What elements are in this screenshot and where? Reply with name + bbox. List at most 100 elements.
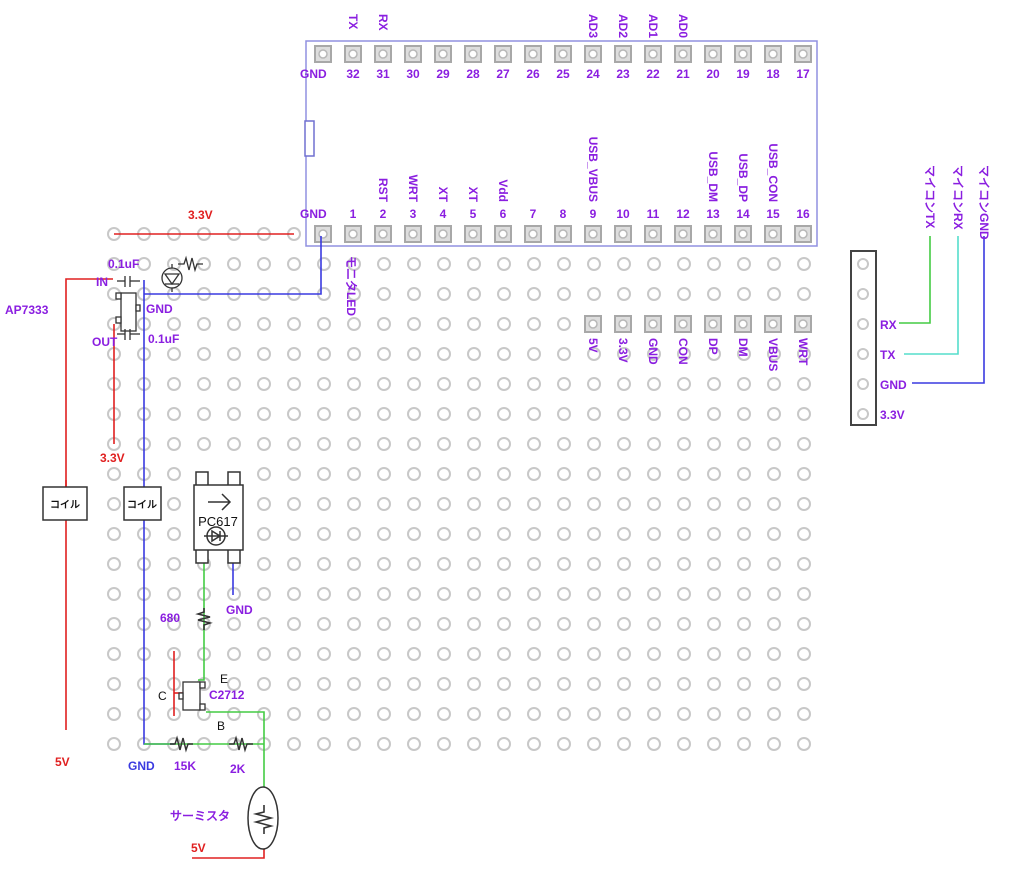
perfboard-hole <box>557 527 571 541</box>
perfboard-hole <box>257 527 271 541</box>
top-pin-number: 21 <box>676 67 690 81</box>
perfboard-hole <box>557 737 571 751</box>
module-usb-slot <box>304 120 315 157</box>
perfboard-hole <box>797 497 811 511</box>
perfboard-hole <box>707 617 721 631</box>
resistor-680-icon <box>195 608 213 630</box>
perfboard-hole <box>317 257 331 271</box>
perfboard-hole <box>257 407 271 421</box>
perfboard-hole <box>617 497 631 511</box>
optocoupler-label: PC617 <box>198 514 238 529</box>
perfboard-hole <box>587 287 601 301</box>
perfboard-hole <box>437 287 451 301</box>
transistor-label: C2712 <box>209 688 245 702</box>
perfboard-hole <box>527 257 541 271</box>
perfboard-hole <box>347 497 361 511</box>
bottom-pin-number: 10 <box>616 207 630 221</box>
perfboard-hole <box>647 647 661 661</box>
connector-pin-label: 3.3V <box>880 408 905 422</box>
perfboard-hole <box>707 527 721 541</box>
perfboard-hole <box>317 587 331 601</box>
perfboard-hole <box>257 467 271 481</box>
perfboard-hole <box>467 317 481 331</box>
bottom-pin-function: XT <box>466 187 480 203</box>
perfboard-hole <box>677 617 691 631</box>
coil-2 <box>123 486 162 521</box>
perfboard-hole <box>497 407 511 421</box>
bottom-pin-number: 15 <box>766 207 780 221</box>
perfboard-hole <box>287 737 301 751</box>
perfboard-hole <box>737 587 751 601</box>
perfboard-hole <box>167 527 181 541</box>
bottom-pin-function: USB_DM <box>706 151 720 202</box>
bottom-pin-number: 6 <box>500 207 507 221</box>
perfboard-hole <box>647 287 661 301</box>
perfboard-hole <box>107 557 121 571</box>
perfboard-hole <box>647 707 661 721</box>
gnd-bottom-label: GND <box>128 759 155 773</box>
top-pin-function: AD3 <box>586 14 600 38</box>
perfboard-hole <box>287 377 301 391</box>
perfboard-hole <box>527 497 541 511</box>
perfboard-hole <box>647 617 661 631</box>
perfboard-hole <box>587 257 601 271</box>
coil-2-label: コイル <box>127 499 157 511</box>
perfboard-hole <box>617 617 631 631</box>
perfboard-hole <box>767 527 781 541</box>
perfboard-hole <box>767 407 781 421</box>
bottom-pin-number: 14 <box>736 207 750 221</box>
perfboard-hole <box>677 377 691 391</box>
perfboard-hole <box>287 257 301 271</box>
wire-gnd-led <box>144 236 322 295</box>
perfboard-hole <box>437 587 451 601</box>
connector-pin <box>857 318 869 330</box>
perfboard-hole <box>677 527 691 541</box>
perfboard-hole <box>707 257 721 271</box>
perfboard-hole <box>377 617 391 631</box>
perfboard-hole <box>107 617 121 631</box>
perfboard-hole <box>677 677 691 691</box>
top-pin-number: 30 <box>406 67 420 81</box>
top-pin-number: 20 <box>706 67 720 81</box>
perfboard-hole <box>707 437 721 451</box>
perfboard-hole <box>617 647 631 661</box>
bottom-pin-number: 2 <box>380 207 387 221</box>
perfboard-hole <box>527 707 541 721</box>
perfboard-hole <box>257 677 271 691</box>
perfboard-hole <box>407 707 421 721</box>
bottom-pin-number: 16 <box>796 207 810 221</box>
perfboard-hole <box>707 647 721 661</box>
mcu-wire-label: マイコンTX <box>923 165 937 228</box>
perfboard-hole <box>737 377 751 391</box>
perfboard-hole <box>197 317 211 331</box>
perfboard-hole <box>467 497 481 511</box>
top-pin-number: 31 <box>376 67 390 81</box>
perfboard-hole <box>377 317 391 331</box>
perfboard-hole <box>677 737 691 751</box>
perfboard-hole <box>647 467 661 481</box>
perfboard-hole <box>167 317 181 331</box>
perfboard-hole <box>797 557 811 571</box>
connector-pin-label: TX <box>880 348 895 362</box>
perfboard-hole <box>377 677 391 691</box>
perfboard-hole <box>347 287 361 301</box>
perfboard-hole <box>557 467 571 481</box>
perfboard-hole <box>407 647 421 661</box>
resistor-15k-icon <box>170 735 193 753</box>
perfboard-hole <box>227 617 241 631</box>
aux-pin-label: DM <box>736 338 750 357</box>
wire-mcu-gnd <box>912 236 985 384</box>
transistor-e-label: E <box>220 672 228 686</box>
perfboard-hole <box>587 377 601 391</box>
perfboard-hole <box>707 737 721 751</box>
perfboard-hole <box>377 557 391 571</box>
perfboard-hole <box>407 407 421 421</box>
perfboard-hole <box>767 287 781 301</box>
perfboard-hole <box>557 677 571 691</box>
perfboard-hole <box>227 437 241 451</box>
bottom-pin-number: 3 <box>410 207 417 221</box>
perfboard-hole <box>617 287 631 301</box>
perfboard-hole <box>797 587 811 601</box>
perfboard-hole <box>767 557 781 571</box>
perfboard-hole <box>557 647 571 661</box>
